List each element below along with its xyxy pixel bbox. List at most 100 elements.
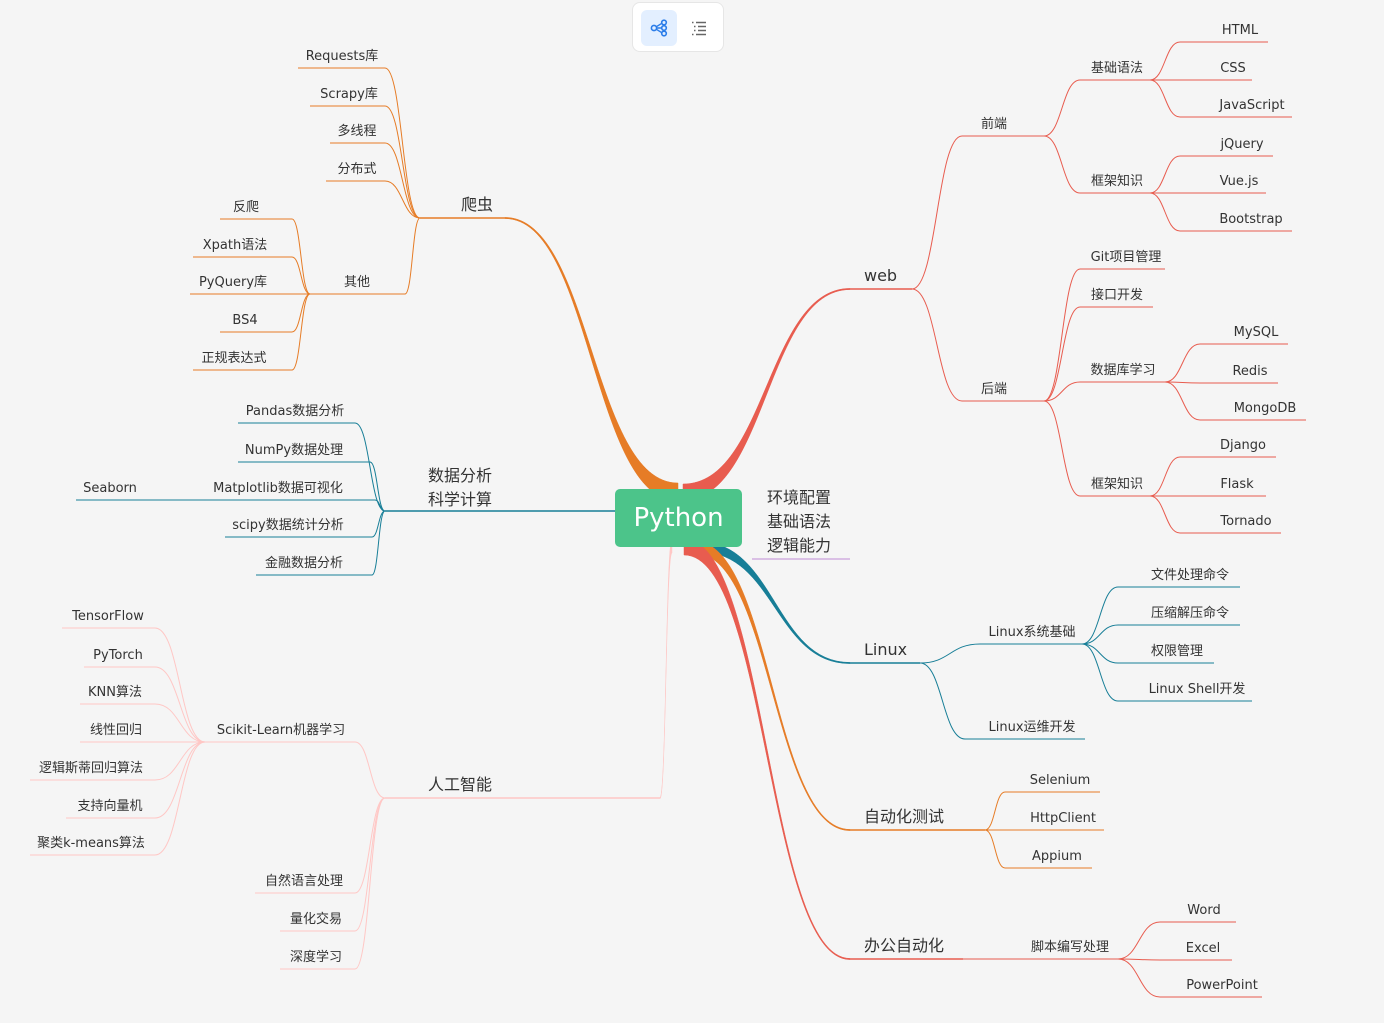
- topic-label[interactable]: Git项目管理: [1091, 250, 1162, 265]
- topic-label[interactable]: BS4: [232, 313, 257, 328]
- topic-link: [1043, 306, 1081, 402]
- topic-label[interactable]: MongoDB: [1234, 401, 1297, 416]
- topic-label[interactable]: 自然语言处理: [265, 873, 343, 889]
- topic-link: [1043, 400, 1081, 497]
- topic-label-line: 数据分析: [428, 466, 492, 485]
- topic-label[interactable]: Appium: [1032, 849, 1082, 864]
- topic-link: [1043, 268, 1081, 402]
- main-branch-link: [683, 538, 851, 960]
- topic-label[interactable]: Redis: [1232, 364, 1267, 379]
- topic-link: [1149, 495, 1181, 534]
- topic-label[interactable]: Flask: [1220, 477, 1254, 492]
- topic-label[interactable]: 前端: [981, 116, 1007, 132]
- topic-label[interactable]: HttpClient: [1030, 811, 1096, 826]
- mindmap-view-button[interactable]: [641, 10, 677, 46]
- branch-label[interactable]: 人工智能: [428, 775, 492, 794]
- topic-label[interactable]: PyTorch: [93, 648, 143, 663]
- branch-label[interactable]: 数据分析科学计算: [428, 466, 492, 509]
- topic-link: [354, 797, 386, 932]
- topic-link: [1043, 79, 1081, 137]
- main-branch-link: [699, 541, 851, 664]
- topic-link: [354, 422, 386, 512]
- topic-label[interactable]: KNN算法: [88, 685, 142, 700]
- topic-label[interactable]: Word: [1187, 903, 1220, 918]
- topic-link: [1164, 381, 1201, 384]
- topic-label[interactable]: 金融数据分析: [265, 555, 343, 571]
- topic-label[interactable]: MySQL: [1234, 325, 1279, 340]
- topic-label[interactable]: 聚类k-means算法: [37, 836, 145, 851]
- topic-label[interactable]: Tornado: [1219, 514, 1271, 529]
- topic-label[interactable]: CSS: [1220, 61, 1246, 76]
- topic-link: [1043, 381, 1081, 402]
- topic-link: [1081, 643, 1119, 702]
- topic-label[interactable]: PyQuery库: [199, 274, 267, 290]
- topic-label[interactable]: JavaScript: [1218, 98, 1284, 113]
- topic-label[interactable]: Django: [1220, 438, 1266, 453]
- topic-label[interactable]: jQuery: [1219, 137, 1263, 152]
- topic-label[interactable]: Linux系统基础: [988, 625, 1075, 640]
- topic-label-line: 科学计算: [428, 490, 492, 509]
- topic-label[interactable]: 后端: [981, 382, 1007, 397]
- topic-label[interactable]: TensorFlow: [71, 609, 144, 624]
- view-toolbar: [632, 2, 724, 52]
- topic-label[interactable]: 框架知识: [1091, 173, 1143, 189]
- topic-label[interactable]: Selenium: [1030, 773, 1091, 788]
- topic-label[interactable]: 线性回归: [90, 723, 142, 738]
- topic-label[interactable]: 框架知识: [1091, 476, 1143, 492]
- topic-label[interactable]: 脚本编写处理: [1031, 939, 1109, 955]
- topic-link: [1081, 586, 1119, 645]
- topic-label[interactable]: Requests库: [306, 48, 379, 64]
- topic-label[interactable]: 正规表达式: [201, 351, 266, 366]
- topic-label[interactable]: 压缩解压命令: [1151, 605, 1229, 621]
- topic-label[interactable]: Vue.js: [1220, 174, 1259, 189]
- topic-label[interactable]: 其他: [344, 275, 370, 290]
- topic-link: [291, 293, 311, 371]
- topic-label[interactable]: 基础语法: [1091, 61, 1143, 76]
- topic-link: [1149, 41, 1181, 81]
- topic-label[interactable]: NumPy数据处理: [245, 443, 343, 458]
- topic-label[interactable]: 多线程: [337, 123, 376, 139]
- topic-label[interactable]: 量化交易: [290, 911, 342, 927]
- topic-link: [369, 461, 386, 512]
- topic-label[interactable]: Scikit-Learn机器学习: [217, 722, 345, 738]
- topic-link: [1149, 79, 1181, 118]
- branch-label[interactable]: 爬虫: [461, 195, 493, 214]
- topic-label[interactable]: 文件处理命令: [1151, 567, 1229, 583]
- topic-label[interactable]: Matplotlib数据可视化: [213, 481, 343, 496]
- topic-link: [291, 256, 311, 295]
- root-note-line: 基础语法: [767, 512, 832, 531]
- topic-label[interactable]: 反爬: [233, 200, 259, 215]
- topic-label[interactable]: Excel: [1186, 941, 1220, 956]
- topic-label[interactable]: scipy数据统计分析: [232, 518, 343, 533]
- topic-link: [911, 135, 963, 290]
- topic-link: [371, 510, 386, 576]
- branch-label[interactable]: Linux: [864, 640, 907, 659]
- topic-label[interactable]: Pandas数据分析: [246, 404, 344, 419]
- topic-label[interactable]: 支持向量机: [77, 798, 142, 814]
- topic-link: [1164, 343, 1201, 383]
- mindmap-links: [30, 41, 1306, 998]
- topic-link: [154, 703, 206, 743]
- topic-label[interactable]: 接口开发: [1091, 287, 1143, 303]
- topic-label[interactable]: PowerPoint: [1186, 978, 1258, 993]
- topic-label[interactable]: 数据库学习: [1090, 362, 1155, 378]
- branch-label[interactable]: 自动化测试: [864, 807, 944, 826]
- branch-label[interactable]: 办公自动化: [864, 936, 944, 955]
- topic-label[interactable]: HTML: [1222, 23, 1259, 38]
- topic-label[interactable]: Bootstrap: [1219, 212, 1282, 227]
- main-branch-link: [682, 288, 851, 501]
- root-note-line: 逻辑能力: [767, 536, 832, 555]
- topic-label[interactable]: 逻辑斯蒂回归算法: [39, 761, 143, 776]
- root-node[interactable]: Python: [615, 489, 742, 547]
- topic-label[interactable]: Linux Shell开发: [1149, 681, 1246, 697]
- topic-label[interactable]: 权限管理: [1151, 643, 1203, 659]
- branch-label[interactable]: web: [864, 266, 897, 285]
- topic-label[interactable]: Scrapy库: [320, 86, 378, 102]
- outline-view-button[interactable]: [681, 10, 717, 46]
- topic-label[interactable]: Xpath语法: [203, 238, 267, 253]
- topic-label[interactable]: 分布式: [337, 162, 376, 177]
- topic-label[interactable]: Seaborn: [83, 481, 137, 496]
- topic-label[interactable]: 深度学习: [290, 949, 342, 965]
- topic-link: [1149, 155, 1181, 194]
- topic-label[interactable]: Linux运维开发: [988, 719, 1075, 735]
